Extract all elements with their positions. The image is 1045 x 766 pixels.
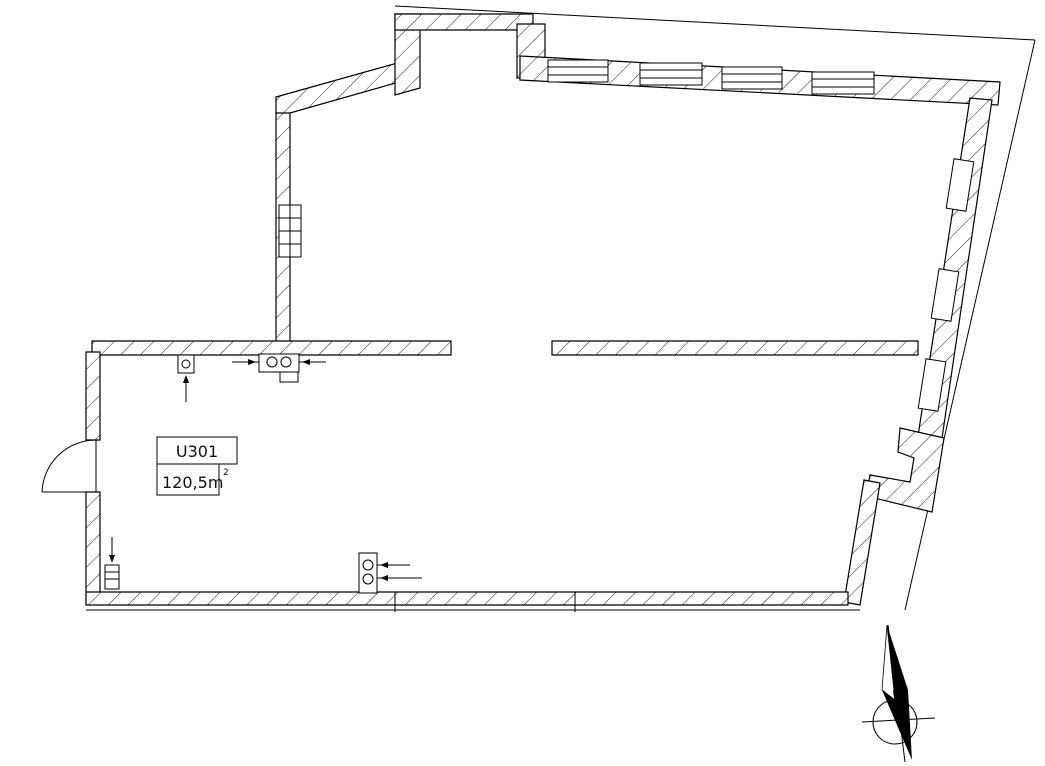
riser-2 — [232, 353, 326, 383]
north-arrow-letter: N — [891, 688, 903, 704]
door-west — [41, 439, 97, 493]
room-area-value: 120,5 — [162, 473, 208, 492]
wall-west-lower — [85, 351, 101, 605]
wall-northwest — [275, 13, 546, 114]
wall-east — [917, 97, 993, 439]
riser-3 — [358, 552, 422, 594]
north-arrow: N — [861, 624, 936, 763]
wall-east-lower — [843, 427, 945, 606]
svg-text:120,5m: 120,5m — [162, 473, 223, 492]
radiator-lower — [104, 537, 120, 590]
wall-interior — [91, 340, 919, 356]
riser-1 — [177, 354, 195, 402]
wall-south — [85, 591, 860, 612]
room-area-unit: m — [208, 473, 224, 492]
room-area-exponent: 2 — [223, 468, 229, 478]
window-north — [547, 59, 875, 95]
outer-outline — [394, 5, 1036, 611]
wall-north — [519, 55, 1001, 106]
room-label: U301 120,5m 2 — [156, 436, 238, 496]
radiator-upper — [278, 204, 302, 258]
room-id: U301 — [176, 442, 218, 461]
